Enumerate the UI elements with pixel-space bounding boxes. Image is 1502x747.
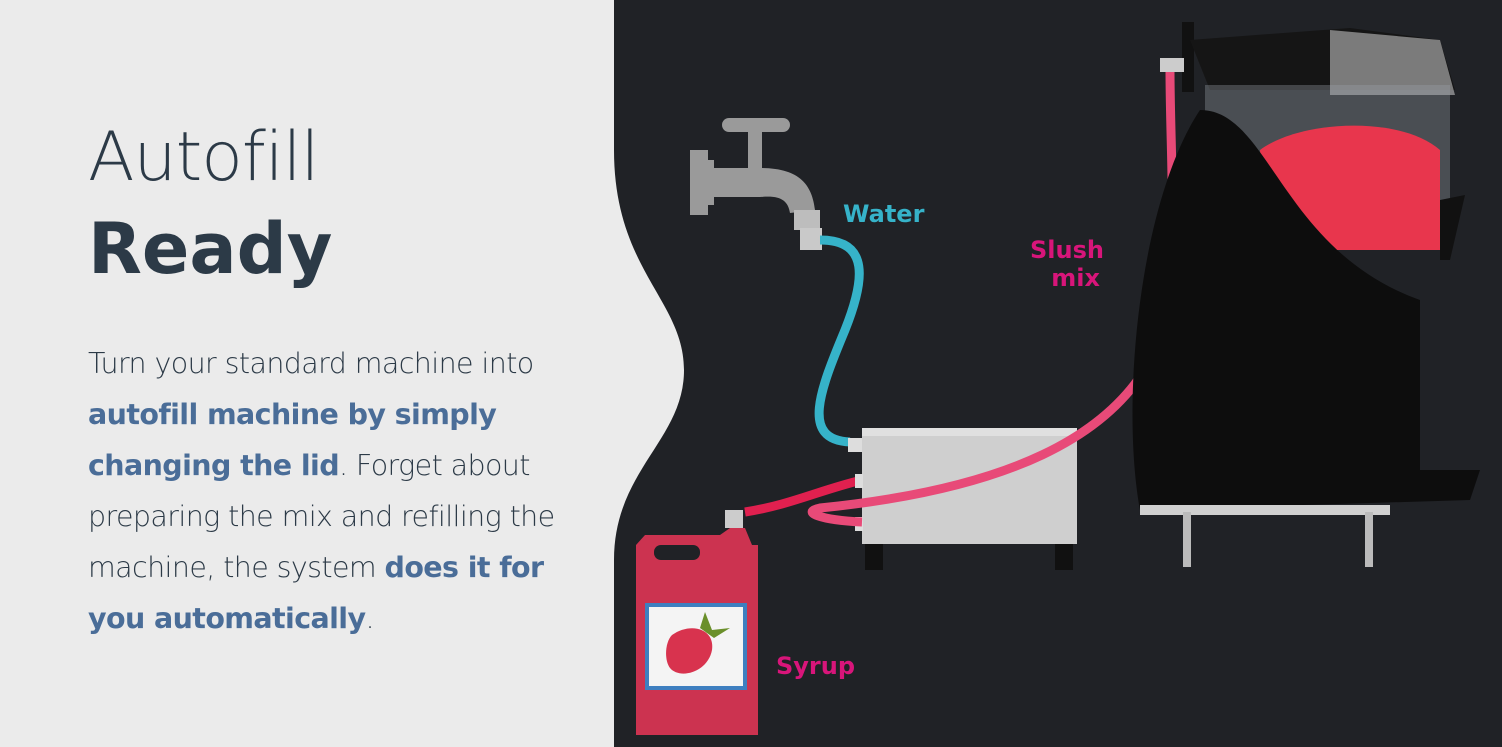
water-label: Water bbox=[843, 200, 925, 228]
strawberry-icon bbox=[666, 628, 713, 674]
slush-mix-label: Slush mix bbox=[1030, 236, 1104, 292]
heading-line2: Ready bbox=[88, 208, 333, 290]
description-text: Turn your standard machine into bbox=[88, 347, 534, 380]
water-hose bbox=[814, 235, 864, 447]
description: Turn your standard machine into autofill… bbox=[88, 338, 608, 644]
syrup-label: Syrup bbox=[776, 652, 856, 680]
description-text: . Forget about preparing the mix and ref… bbox=[88, 449, 555, 584]
description-highlight: does it for you automatically bbox=[88, 551, 544, 635]
description-highlight: autofill machine by simply changing the … bbox=[88, 398, 497, 482]
syrup-jug-icon bbox=[636, 510, 758, 735]
slush-machine bbox=[1132, 22, 1480, 567]
slush-mix-label-line2: mix bbox=[1051, 264, 1100, 292]
faucet-icon bbox=[690, 118, 822, 250]
slush-mix-label-line1: Slush bbox=[1030, 236, 1104, 264]
description-text: . bbox=[365, 602, 374, 635]
syrup-hose bbox=[744, 475, 864, 517]
autofill-unit bbox=[848, 428, 1077, 570]
heading-line1: Autofill bbox=[88, 118, 319, 197]
